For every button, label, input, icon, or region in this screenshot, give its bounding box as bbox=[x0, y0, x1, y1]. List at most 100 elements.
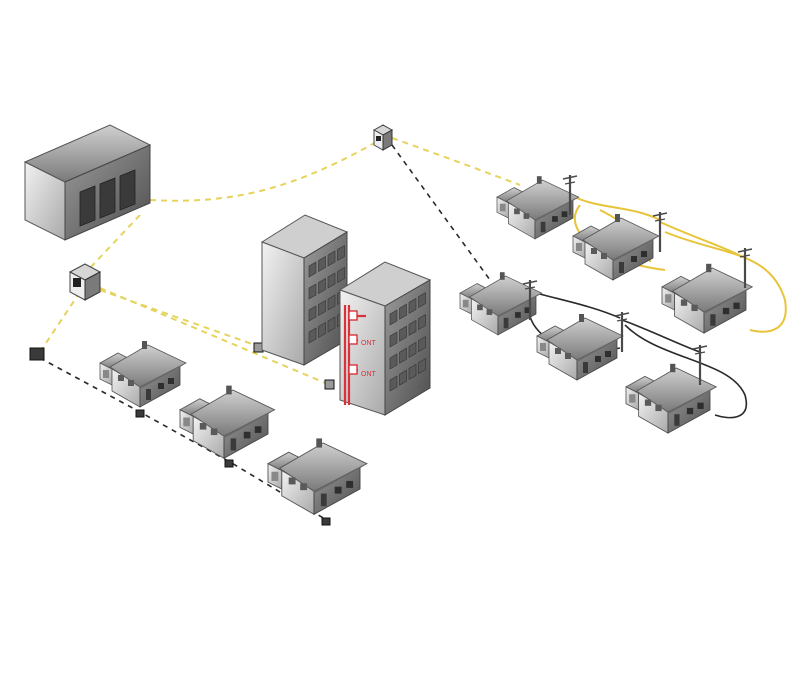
fiber-cabinet-left-to-mdu bbox=[99, 289, 256, 346]
window bbox=[199, 423, 207, 430]
window bbox=[399, 325, 407, 342]
window bbox=[408, 363, 417, 380]
window bbox=[327, 294, 336, 311]
window bbox=[418, 336, 426, 353]
copper-links bbox=[39, 144, 491, 523]
window bbox=[644, 399, 652, 406]
aerial-fiber-4 bbox=[664, 231, 787, 333]
house bbox=[267, 438, 368, 516]
garage-door bbox=[499, 203, 506, 212]
window bbox=[389, 331, 398, 348]
window bbox=[733, 302, 740, 309]
mdu-right-windows bbox=[389, 292, 426, 392]
fiber-links bbox=[39, 137, 521, 386]
window bbox=[399, 347, 407, 364]
copper-cabinet-top-to-aerial bbox=[391, 144, 491, 281]
terminals bbox=[29, 342, 335, 526]
garage-door bbox=[629, 394, 636, 403]
utility-pole bbox=[737, 248, 753, 288]
window bbox=[524, 307, 531, 314]
mdu-right: ONT ONT bbox=[338, 261, 432, 416]
window bbox=[327, 250, 336, 267]
utility-pole bbox=[522, 280, 538, 320]
window bbox=[408, 297, 417, 314]
fiber-co-to-cabinet-left bbox=[89, 214, 141, 269]
window bbox=[631, 256, 637, 262]
garage-door bbox=[540, 343, 546, 351]
window bbox=[254, 426, 262, 433]
window bbox=[118, 375, 124, 381]
utility-pole bbox=[562, 175, 578, 215]
utility-pole bbox=[692, 345, 708, 385]
terminal-box bbox=[224, 459, 234, 468]
house bbox=[625, 363, 718, 434]
window bbox=[318, 299, 326, 317]
window bbox=[308, 327, 317, 344]
mdu-left bbox=[260, 214, 349, 366]
house bbox=[496, 176, 580, 240]
window bbox=[697, 402, 704, 409]
utility-poles bbox=[522, 175, 753, 385]
riser-ont-units bbox=[348, 310, 358, 375]
window bbox=[308, 305, 317, 322]
window bbox=[300, 483, 308, 491]
window bbox=[686, 407, 694, 415]
window bbox=[418, 292, 426, 309]
house bbox=[179, 385, 276, 459]
door bbox=[230, 438, 237, 451]
ont-unit bbox=[348, 310, 358, 321]
house bbox=[459, 272, 543, 336]
window bbox=[128, 380, 134, 386]
window bbox=[605, 351, 611, 357]
riser-label: ONT bbox=[361, 340, 377, 347]
window bbox=[565, 353, 571, 359]
window bbox=[318, 255, 326, 273]
garage-door bbox=[665, 294, 672, 303]
window bbox=[515, 312, 521, 318]
house bbox=[99, 341, 187, 408]
window bbox=[210, 428, 218, 436]
window bbox=[722, 307, 730, 315]
window bbox=[318, 277, 326, 295]
terminal-box bbox=[29, 347, 45, 361]
co-equipment-racks bbox=[79, 169, 136, 227]
door bbox=[146, 389, 151, 400]
ont-unit bbox=[348, 334, 358, 345]
fiber-cabinet-top-to-houses bbox=[391, 137, 521, 186]
fiber-cabinet-left-to-terminal bbox=[39, 291, 81, 353]
window bbox=[158, 383, 164, 389]
window bbox=[561, 211, 568, 218]
terminal-box bbox=[321, 517, 331, 526]
copper-drop-row bbox=[39, 357, 331, 523]
door bbox=[583, 362, 588, 373]
window bbox=[308, 283, 317, 300]
window bbox=[680, 299, 688, 306]
window bbox=[408, 341, 417, 358]
utility-pole bbox=[614, 312, 630, 352]
window bbox=[327, 272, 336, 289]
window bbox=[318, 321, 326, 339]
aerial-copper-2 bbox=[621, 319, 701, 353]
window bbox=[408, 319, 417, 336]
window bbox=[552, 216, 558, 222]
riser-labels: ONT ONT bbox=[361, 340, 377, 378]
window bbox=[641, 251, 647, 257]
garage-door bbox=[271, 471, 279, 481]
window bbox=[389, 353, 398, 370]
window bbox=[601, 253, 607, 259]
house bbox=[661, 263, 754, 334]
garage-door bbox=[462, 299, 469, 308]
door bbox=[619, 262, 624, 273]
window bbox=[337, 266, 345, 284]
window bbox=[399, 369, 407, 386]
house bbox=[536, 314, 624, 381]
window bbox=[514, 208, 520, 215]
door bbox=[540, 221, 546, 233]
window bbox=[334, 486, 342, 494]
window bbox=[418, 314, 426, 331]
terminal-box bbox=[324, 379, 335, 390]
aerial-copper-4 bbox=[624, 324, 748, 419]
window bbox=[346, 480, 354, 488]
